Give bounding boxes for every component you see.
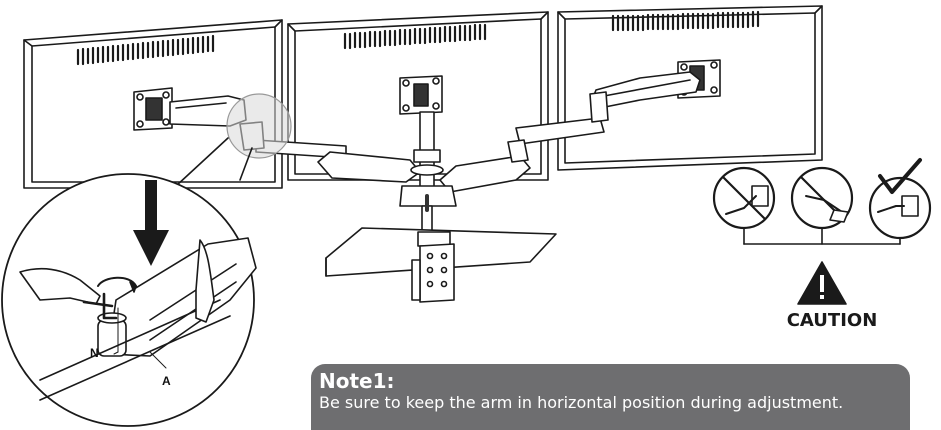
arm-callout-label: A	[162, 374, 171, 388]
screw-callout-label: N	[90, 346, 99, 360]
detail-inset	[1, 173, 257, 427]
note-title: Note1:	[319, 369, 395, 393]
right-monitor	[557, 5, 823, 171]
caution-bracket	[743, 227, 901, 245]
vent-slots	[76, 34, 215, 66]
vent-slots	[611, 10, 760, 32]
approved-arm-horizontal-icon	[868, 158, 932, 240]
center-monitor	[287, 11, 549, 181]
rotate-arrow-icon	[97, 276, 137, 287]
desk-clamp	[411, 231, 455, 303]
vent-slots	[343, 23, 487, 50]
prohibited-arm-tilted-up-icon	[712, 166, 776, 230]
warning-triangle-icon	[797, 261, 847, 305]
prohibited-arm-tilted-down-icon	[790, 166, 854, 230]
note-text: Be sure to keep the arm in horizontal po…	[319, 393, 844, 412]
caution-label: CAUTION	[786, 310, 878, 331]
elbow-highlight-circle	[226, 93, 292, 159]
left-monitor	[23, 19, 283, 189]
down-arrow-icon	[133, 180, 169, 266]
note-box: Note1: Be sure to keep the arm in horizo…	[311, 364, 910, 430]
checkmark-icon	[878, 158, 922, 194]
